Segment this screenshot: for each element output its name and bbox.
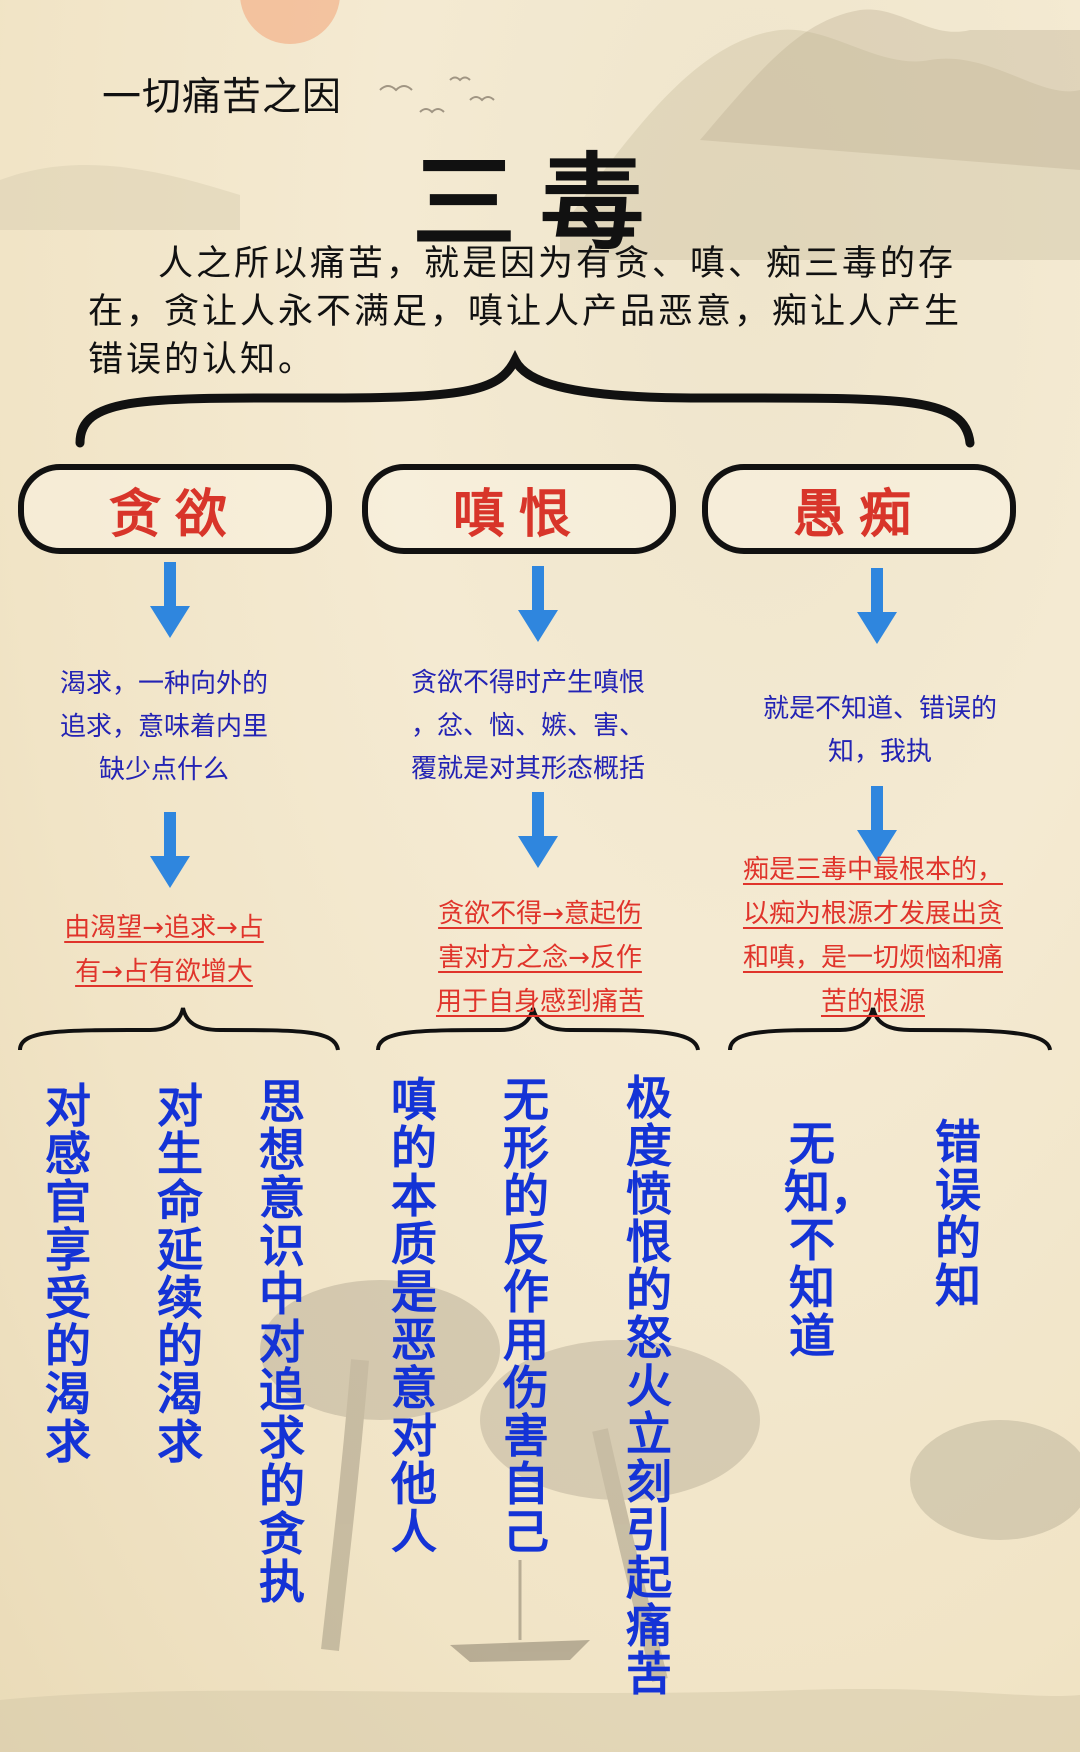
bottom-brace-delusion <box>728 1007 1052 1051</box>
description-line: 缺少点什么 <box>98 755 229 785</box>
progression-line: 苦的根源 <box>820 987 925 1017</box>
description-hatred: 贪欲不得时产生嗔恨 ，忿、恼、嫉、害、 覆就是对其形态概括 <box>378 662 678 791</box>
category-box-greed: 贪欲 <box>18 464 332 554</box>
mountain-silhouette <box>560 29 1080 260</box>
description-line: ，忿、恼、嫉、害、 <box>410 711 645 741</box>
mountain-silhouette <box>700 9 1080 171</box>
down-arrow-icon <box>150 562 190 638</box>
page-subtitle: 一切痛苦之因 <box>102 75 343 120</box>
progression-line: 害对方之念→反作 <box>438 943 642 973</box>
birds-icon <box>379 76 495 114</box>
trees-illustration <box>260 1280 1080 1682</box>
description-line: 知，我执 <box>827 737 932 767</box>
progression-delusion: 痴是三毒中最根本的， 以痴为根源才发展出贪 和嗔，是一切烦恼和痛 苦的根源 <box>718 848 1028 1024</box>
progression-hatred: 贪欲不得→意起伤 害对方之念→反作 用于自身感到痛苦 <box>390 892 690 1024</box>
aspect-column-greed-1: 对感官享受的渴求 <box>45 1079 91 1469</box>
down-arrow-icon <box>518 792 558 868</box>
aspect-column-delusion-2: 错误的知 <box>935 1115 981 1313</box>
page-title: 三毒 <box>411 141 668 264</box>
down-arrow-icon <box>857 568 897 644</box>
category-label: 嗔恨 <box>452 483 585 545</box>
progression-line: 用于自身感到痛苦 <box>435 987 644 1017</box>
progression-line: 以痴为根源才发展出贪 <box>742 899 1003 929</box>
description-line: 渴求，一种向外的 <box>59 669 268 699</box>
sun-icon <box>240 0 340 44</box>
description-delusion: 就是不知道、错误的 知，我执 <box>730 688 1030 774</box>
category-box-delusion: 愚痴 <box>702 464 1016 554</box>
aspect-column-hatred-2: 无形的反作用伤害自己 <box>503 1073 549 1559</box>
progression-line: 和嗔，是一切烦恼和痛 <box>742 943 1003 973</box>
down-arrow-icon <box>518 566 558 642</box>
progression-line: 由渴望→追求→占 <box>64 913 264 943</box>
ground-shore <box>0 1688 1080 1752</box>
progression-line: 痴是三毒中最根本的， <box>742 855 1003 885</box>
aspect-column-greed-2: 对生命延续的渴求 <box>157 1079 203 1469</box>
bottom-brace-hatred <box>376 1007 700 1051</box>
aspect-column-hatred-3: 极度愤恨的怒火立刻引起痛苦 <box>626 1071 672 1701</box>
down-arrow-icon <box>857 786 897 862</box>
aspect-column-hatred-1: 嗔的本质是恶意对他人 <box>391 1073 437 1559</box>
boat-illustration <box>450 1560 590 1662</box>
aspect-column-delusion-1: 无知，不知道 <box>784 1117 876 1363</box>
bottom-brace-greed <box>18 1007 340 1051</box>
category-box-hatred: 嗔恨 <box>362 464 676 554</box>
top-brace <box>75 349 975 448</box>
category-label: 贪欲 <box>108 483 241 545</box>
category-label: 愚痴 <box>792 483 925 545</box>
intro-paragraph: 人之所以痛苦，就是因为有贪、嗔、痴三毒的存在，贪让人永不满足，嗔让人产品恶意，痴… <box>88 244 963 380</box>
aspect-column-greed-3: 思想意识中对追求的贪执 <box>259 1075 305 1609</box>
description-line: 就是不知道、错误的 <box>762 694 997 724</box>
description-line: 贪欲不得时产生嗔恨 <box>410 668 645 698</box>
down-arrow-icon <box>150 812 190 888</box>
description-line: 覆就是对其形态概括 <box>410 754 645 784</box>
progression-line: 贪欲不得→意起伤 <box>438 899 642 929</box>
distant-hill <box>0 164 240 230</box>
description-greed: 渴求，一种向外的 追求，意味着内里 缺少点什么 <box>30 663 298 792</box>
description-line: 追求，意味着内里 <box>59 712 268 742</box>
progression-greed: 由渴望→追求→占 有→占有欲增大 <box>30 906 298 994</box>
progression-line: 有→占有欲增大 <box>75 957 253 987</box>
